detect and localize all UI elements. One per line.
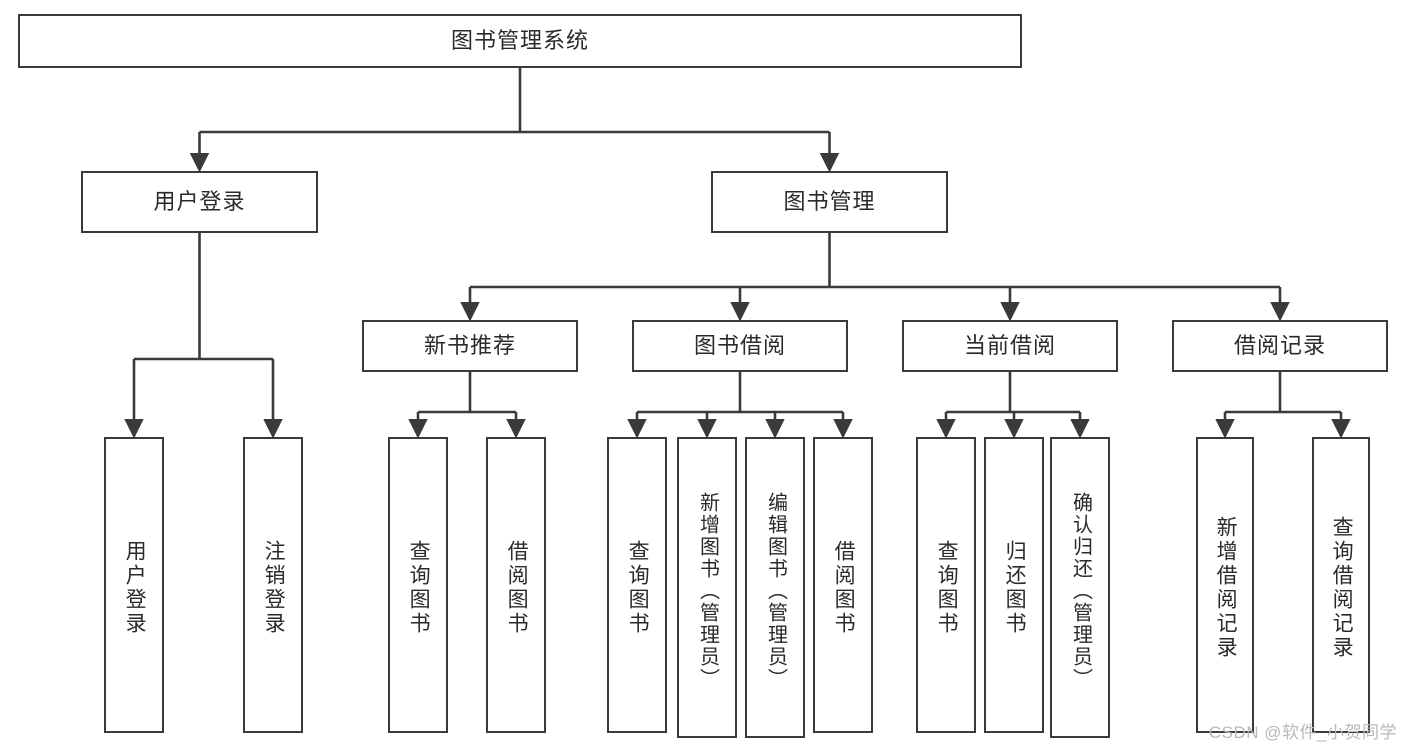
node-new-book-rec[interactable]: 新书推荐: [362, 320, 578, 372]
node-label: 用户登录: [123, 540, 147, 636]
node-user-login[interactable]: 用户登录: [81, 171, 318, 233]
node-label: 查询图书: [626, 540, 650, 636]
node-current-borrow[interactable]: 当前借阅: [902, 320, 1118, 372]
node-leaf-query-book-3[interactable]: 查询图书: [916, 437, 976, 733]
node-label: 图书借阅: [693, 332, 786, 358]
node-leaf-add-book[interactable]: 新增图书（管理员）: [677, 437, 737, 738]
node-label: 新书推荐: [423, 332, 516, 358]
node-leaf-borrow-book-2[interactable]: 借阅图书: [813, 437, 873, 733]
node-label: 新增图书（管理员）: [696, 491, 719, 690]
node-label: 用户登录: [153, 188, 246, 214]
node-leaf-query-record[interactable]: 查询借阅记录: [1312, 437, 1370, 733]
node-label: 当前借阅: [963, 332, 1056, 358]
node-label: 借阅图书: [505, 540, 529, 636]
node-leaf-edit-book[interactable]: 编辑图书（管理员）: [745, 437, 805, 738]
watermark: CSDN @软件_小贺同学: [1208, 723, 1397, 742]
node-leaf-query-book-1[interactable]: 查询图书: [388, 437, 448, 733]
node-label: 确认归还（管理员）: [1069, 491, 1092, 690]
node-label: 新增借阅记录: [1214, 516, 1238, 660]
node-label: 查询借阅记录: [1330, 516, 1354, 660]
node-book-borrow[interactable]: 图书借阅: [632, 320, 848, 372]
node-label: 借阅记录: [1233, 332, 1326, 358]
node-leaf-user-login[interactable]: 用户登录: [104, 437, 164, 733]
node-borrow-record[interactable]: 借阅记录: [1172, 320, 1388, 372]
node-root[interactable]: 图书管理系统: [18, 14, 1022, 68]
node-label: 查询图书: [407, 540, 431, 636]
node-label: 图书管理: [783, 188, 876, 214]
node-book-manage[interactable]: 图书管理: [711, 171, 948, 233]
node-leaf-return-book[interactable]: 归还图书: [984, 437, 1044, 733]
node-label: 注销登录: [262, 540, 286, 636]
node-leaf-add-record[interactable]: 新增借阅记录: [1196, 437, 1254, 733]
node-label: 归还图书: [1003, 540, 1027, 636]
node-label: 借阅图书: [832, 540, 856, 636]
node-leaf-confirm-return[interactable]: 确认归还（管理员）: [1050, 437, 1110, 738]
node-label: 编辑图书（管理员）: [764, 491, 787, 690]
node-leaf-logout[interactable]: 注销登录: [243, 437, 303, 733]
node-label: 图书管理系统: [450, 27, 589, 53]
node-leaf-query-book-2[interactable]: 查询图书: [607, 437, 667, 733]
node-label: 查询图书: [935, 540, 959, 636]
node-leaf-borrow-book-1[interactable]: 借阅图书: [486, 437, 546, 733]
